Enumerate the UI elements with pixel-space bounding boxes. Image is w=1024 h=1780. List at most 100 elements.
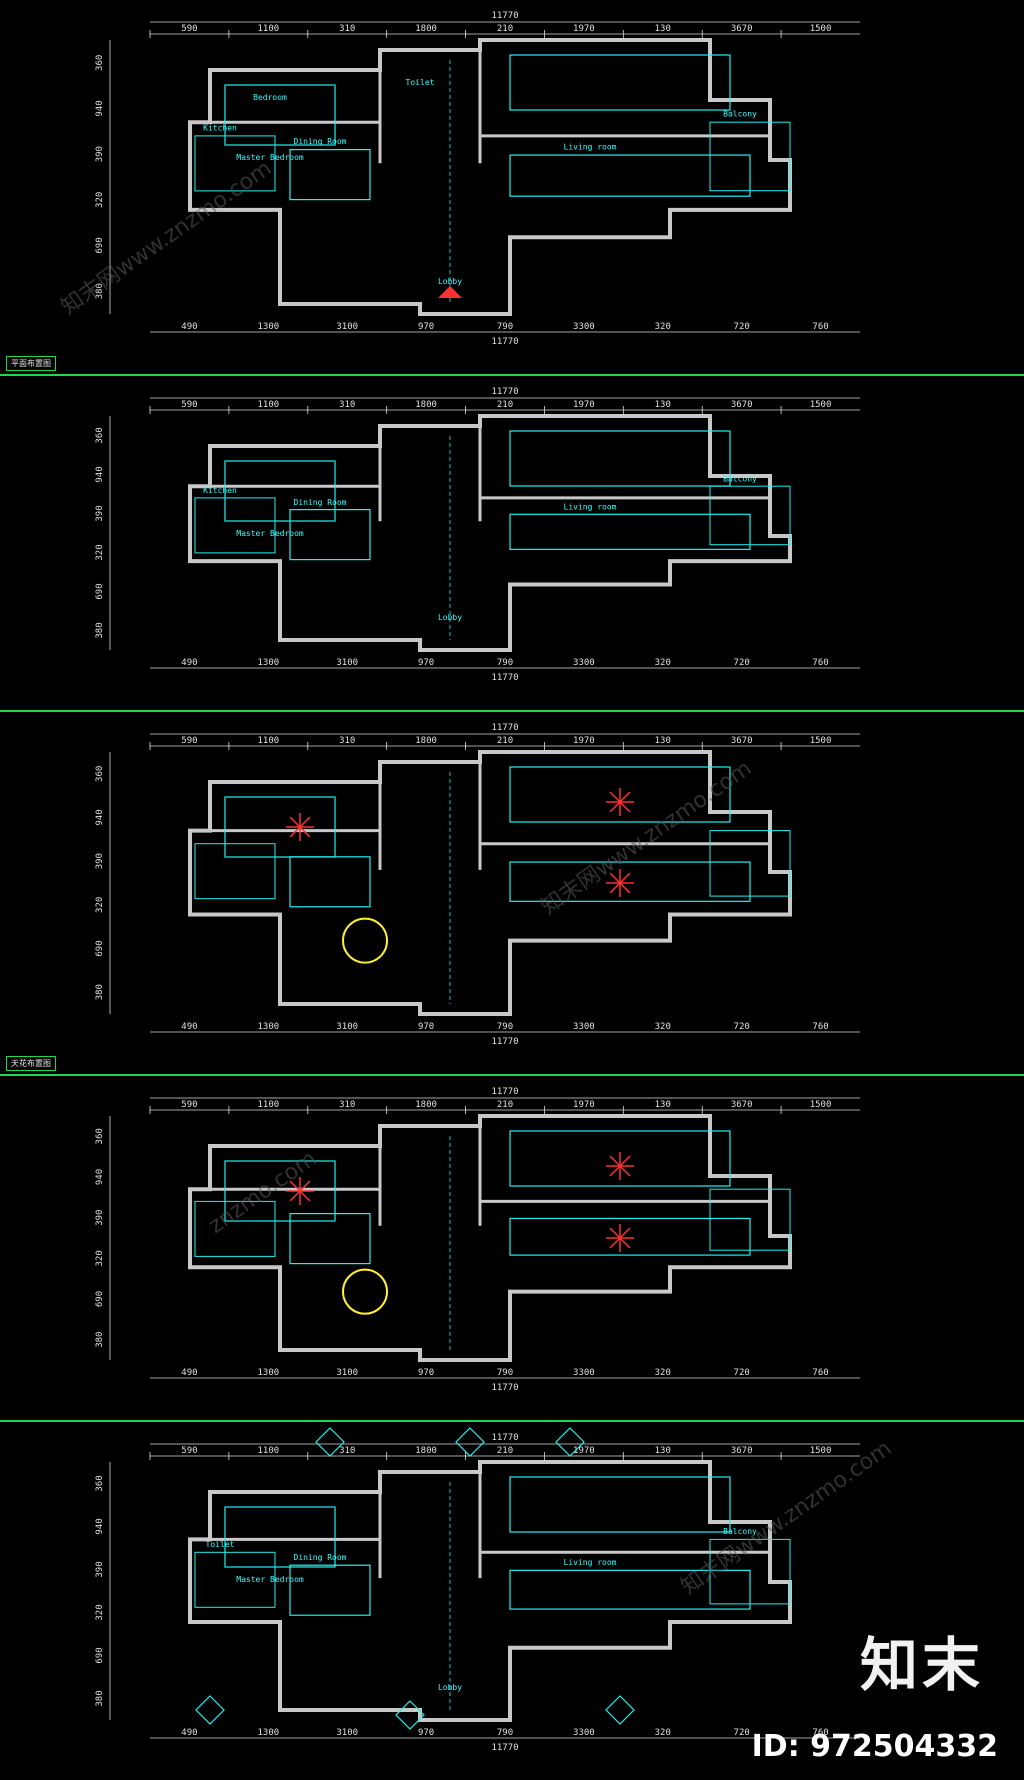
top-dimension-label: 3670 [731, 400, 753, 410]
overall-dimension-label: 11770 [491, 1433, 518, 1443]
separator-2 [0, 710, 1024, 712]
bottom-dimension-label: 3100 [336, 1368, 358, 1378]
room-label: Master Bedroom [236, 1575, 304, 1584]
top-dimension-label: 3670 [731, 736, 753, 746]
top-dimension-label: 590 [181, 24, 197, 34]
bed-furniture [224, 84, 336, 146]
top-dimension-label: 130 [655, 1446, 671, 1456]
bottom-dimension-label: 3300 [573, 1022, 595, 1032]
top-dimension-label: 1500 [810, 400, 832, 410]
bottom-overall-label: 11770 [491, 1383, 518, 1393]
exterior-wall [188, 1114, 792, 1362]
left-dimension-label: 320 [95, 192, 105, 208]
dining-table [289, 856, 371, 908]
left-dimension-label: 390 [95, 853, 105, 869]
top-dimension-label: 3670 [731, 1100, 753, 1110]
top-dimension-label: 1100 [257, 736, 279, 746]
wardrobe-furniture [509, 766, 731, 823]
lamp-symbol [195, 1695, 225, 1725]
bottom-dimension-label: 720 [734, 658, 750, 668]
left-dimension-label: 690 [95, 940, 105, 956]
kitchen-counter [194, 497, 276, 554]
chandelier-symbol [289, 1180, 301, 1192]
wardrobe-furniture [509, 1476, 731, 1533]
room-label: Living room [564, 143, 617, 152]
chandelier-symbol [609, 872, 621, 884]
bottom-dimension-label: 1300 [257, 1728, 279, 1738]
balcony-zone [709, 121, 791, 192]
bottom-overall-label: 11770 [491, 337, 518, 347]
bottom-dimension-label: 790 [497, 1728, 513, 1738]
bottom-dimension-label: 3100 [336, 658, 358, 668]
bottom-dimension-label: 320 [655, 322, 671, 332]
chandelier-symbol [609, 1237, 621, 1249]
dining-table [289, 509, 371, 561]
top-dimension-label: 1500 [810, 24, 832, 34]
top-dimension-label: 1800 [415, 736, 437, 746]
chandelier-symbol [619, 1227, 631, 1239]
bottom-dimension-label: 490 [181, 1022, 197, 1032]
left-dimension-label: 360 [95, 55, 105, 71]
bottom-dimension-label: 720 [734, 1022, 750, 1032]
chandelier-symbol [609, 1155, 621, 1167]
left-dimension-label: 940 [95, 466, 105, 482]
bottom-dimension-label: 3100 [336, 322, 358, 332]
room-label: Toilet [406, 78, 435, 87]
round-ceiling-feature [342, 917, 388, 964]
chandelier-symbol [619, 1237, 631, 1249]
left-dimension-label: 390 [95, 1210, 105, 1226]
left-dimension-label: 320 [95, 897, 105, 913]
living-zone [509, 1569, 751, 1610]
exterior-wall [188, 38, 792, 316]
left-dimension-label: 690 [95, 1647, 105, 1663]
room-label: Lobby [438, 277, 462, 286]
room-label: Balcony [723, 475, 757, 484]
room-label: Toilet [206, 1540, 235, 1549]
room-label: Kitchen [203, 486, 237, 495]
chandelier-symbol [299, 816, 311, 828]
bottom-dimension-label: 490 [181, 658, 197, 668]
top-dimension-label: 1800 [415, 400, 437, 410]
exterior-wall [188, 1460, 792, 1722]
chandelier-symbol [609, 1227, 621, 1239]
living-zone [509, 513, 751, 550]
top-dimension-label: 1800 [415, 24, 437, 34]
left-dimension-label: 380 [95, 1332, 105, 1348]
kitchen-counter [194, 1200, 276, 1257]
room-label: Kitchen [203, 123, 237, 132]
top-dimension-label: 1100 [257, 400, 279, 410]
chandelier-symbol [619, 791, 631, 803]
left-dimension-label: 360 [95, 766, 105, 782]
left-dimension-label: 940 [95, 100, 105, 116]
top-dimension-label: 3670 [731, 24, 753, 34]
bottom-overall-label: 11770 [491, 1037, 518, 1047]
chandelier-symbol [609, 1165, 621, 1177]
bottom-dimension-label: 790 [497, 1022, 513, 1032]
top-dimension-label: 310 [339, 24, 355, 34]
bed-furniture [224, 796, 336, 858]
bottom-dimension-label: 790 [497, 658, 513, 668]
separator-4 [0, 1420, 1024, 1422]
bottom-dimension-label: 790 [497, 322, 513, 332]
chandelier-symbol [289, 826, 301, 838]
bottom-dimension-label: 320 [655, 1728, 671, 1738]
kitchen-counter [194, 135, 276, 192]
chandelier-symbol [299, 826, 311, 838]
chandelier-symbol [289, 1190, 301, 1202]
top-dimension-label: 1500 [810, 1446, 832, 1456]
left-dimension-label: 390 [95, 146, 105, 162]
top-dimension-label: 210 [497, 736, 513, 746]
top-dimension-label: 310 [339, 1446, 355, 1456]
left-dimension-label: 380 [95, 984, 105, 1000]
left-dimension-label: 360 [95, 1128, 105, 1144]
lamp-symbol [455, 1427, 485, 1457]
chandelier-symbol [619, 1155, 631, 1167]
room-label: Living room [564, 503, 617, 512]
left-dimension-label: 320 [95, 544, 105, 560]
bed-furniture [224, 1506, 336, 1568]
brand-logo: 知末 [859, 1631, 984, 1699]
image-id-label: ID: 972504332 [751, 1729, 998, 1764]
chandelier-symbol [609, 882, 621, 894]
bottom-dimension-label: 490 [181, 1368, 197, 1378]
